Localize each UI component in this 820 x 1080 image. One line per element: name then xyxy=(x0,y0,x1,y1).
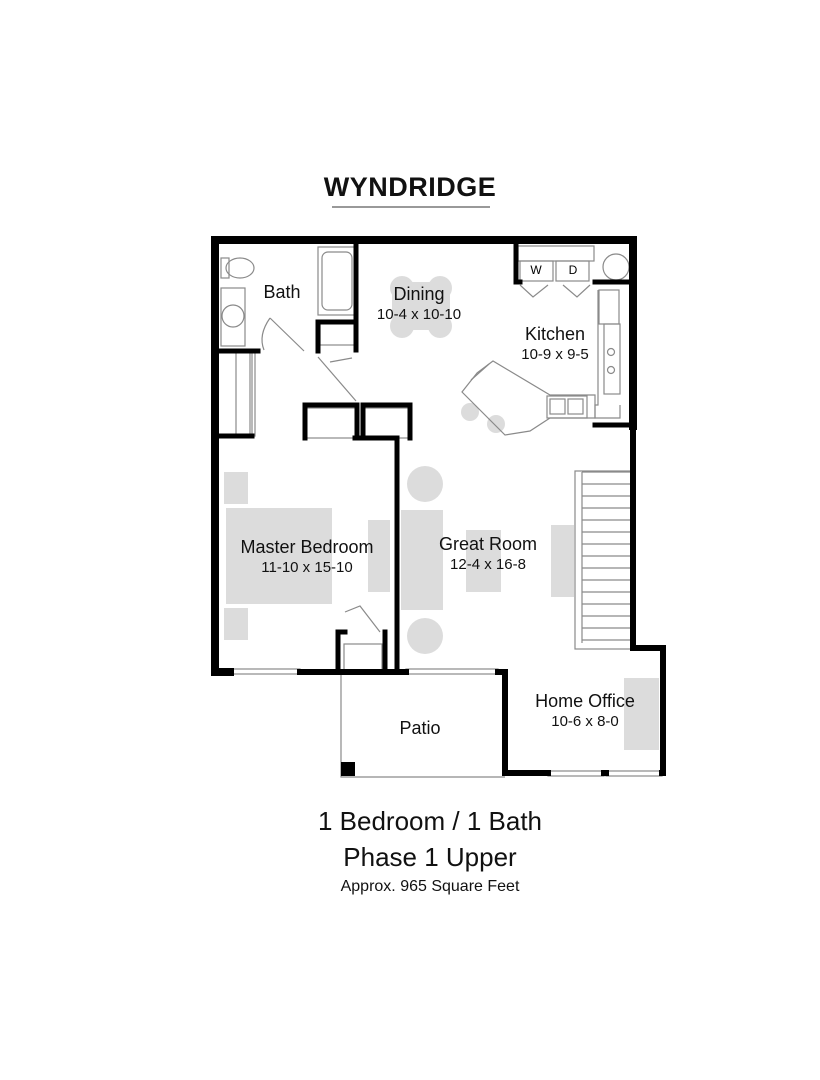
washer-label: W xyxy=(530,263,542,277)
furniture xyxy=(224,276,659,750)
room-label-great-room: Great Room 12-4 x 16-8 xyxy=(439,533,537,574)
room-label-bath: Bath xyxy=(263,281,300,303)
room-dimensions: 10-9 x 9-5 xyxy=(521,346,589,363)
room-dimensions: 10-4 x 10-10 xyxy=(376,306,462,323)
plan-title: WYNDRIDGE xyxy=(323,172,497,202)
room-name: Master Bedroom xyxy=(240,537,374,557)
room-dimensions: 10-6 x 8-0 xyxy=(551,713,619,730)
room-name: Great Room xyxy=(438,534,538,554)
room-name: Home Office xyxy=(535,691,635,711)
stair-treads xyxy=(581,471,633,643)
walls xyxy=(211,236,666,776)
dryer-label: D xyxy=(569,263,578,277)
room-name: Patio xyxy=(399,718,441,738)
room-name: Dining xyxy=(393,284,445,304)
room-name: Kitchen xyxy=(524,324,586,344)
room-dimensions: 11-10 x 15-10 xyxy=(261,559,353,576)
phase-label: Phase 1 Upper xyxy=(343,842,517,872)
title-underline xyxy=(332,206,490,208)
room-label-dining: Dining 10-4 x 10-10 xyxy=(377,283,461,324)
room-label-home-office: Home Office 10-6 x 8-0 xyxy=(535,690,635,731)
room-dimensions: 12-4 x 16-8 xyxy=(450,556,526,573)
room-label-master-bedroom: Master Bedroom 11-10 x 15-10 xyxy=(240,536,373,577)
room-label-patio: Patio xyxy=(399,717,440,739)
room-name: Bath xyxy=(263,282,301,302)
unit-type: 1 Bedroom / 1 Bath xyxy=(317,806,543,836)
square-footage: Approx. 965 Square Feet xyxy=(340,878,520,895)
room-label-kitchen: Kitchen 10-9 x 9-5 xyxy=(521,323,589,364)
